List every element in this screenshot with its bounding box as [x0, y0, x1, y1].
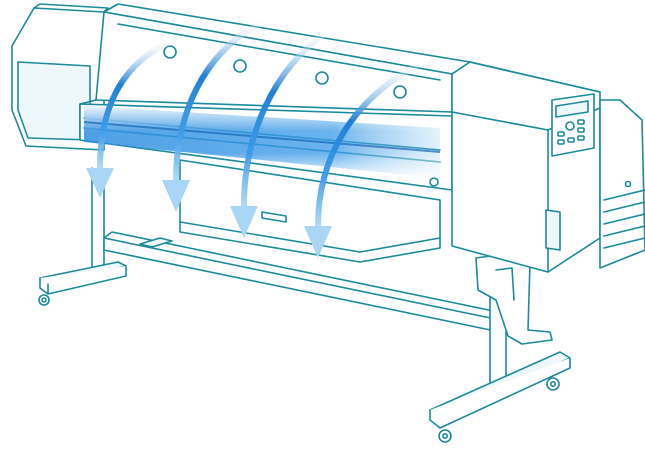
airflow-arrows	[86, 17, 422, 258]
printer-top-cover	[79, 3, 471, 151]
airflow-arrow	[86, 37, 177, 198]
control-dial-icon	[565, 121, 575, 131]
control-panel	[551, 93, 595, 157]
stand-leg-right	[429, 249, 571, 443]
stand-leg-left	[38, 167, 127, 306]
airflow-arrow	[162, 17, 270, 212]
printer-right-housing	[451, 61, 645, 273]
airflow-arrow	[304, 61, 422, 258]
stand-crossbar	[103, 231, 509, 333]
airflow-arrow	[230, 27, 332, 238]
